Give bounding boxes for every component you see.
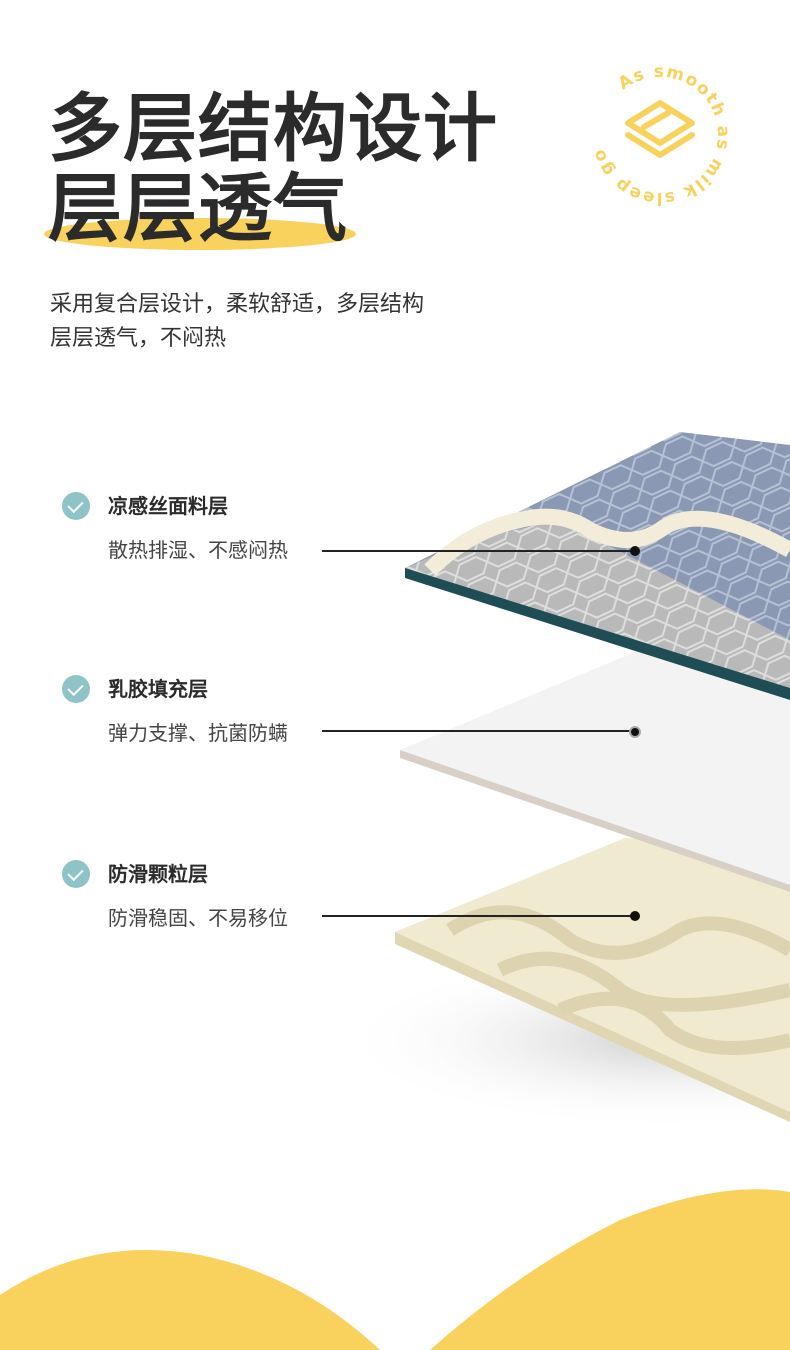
feature-name: 凉感丝面料层	[108, 494, 228, 518]
feature-latex: 乳胶填充层 弹力支撑、抗菌防螨	[62, 675, 288, 745]
pointer-line	[322, 550, 634, 552]
check-icon	[62, 860, 90, 888]
subtitle-line1: 采用复合层设计，柔软舒适，多层结构	[50, 292, 425, 317]
pointer-dot	[630, 546, 640, 556]
svg-text:As smooth as milk sleep go: As smooth as milk sleep go	[589, 62, 734, 208]
latex-layer	[400, 650, 790, 885]
feature-cooling: 凉感丝面料层 散热排湿、不感闷热	[62, 492, 288, 562]
pointer-dot	[630, 911, 640, 921]
feature-desc: 散热排湿、不感闷热	[108, 538, 288, 562]
feature-desc: 弹力支撑、抗菌防螨	[108, 721, 288, 745]
pointer-dot	[629, 726, 641, 738]
check-icon	[62, 675, 90, 703]
check-icon	[62, 492, 90, 520]
decorative-waves	[0, 1189, 790, 1350]
page-title-line2: 层层透气	[48, 166, 348, 252]
page-title-line1: 多层结构设计	[48, 86, 498, 172]
pointer-line	[322, 730, 634, 732]
subtitle-line2: 层层透气，不闷热	[50, 326, 227, 351]
feature-name: 乳胶填充层	[108, 677, 208, 701]
feature-name: 防滑颗粒层	[108, 862, 208, 886]
feature-desc: 防滑稳固、不易移位	[108, 906, 288, 930]
pointer-line	[322, 915, 634, 917]
logo-text: As smooth as milk sleep go	[589, 62, 732, 208]
layers-icon	[625, 100, 695, 158]
heading-highlight	[44, 218, 356, 250]
brand-logo: As smooth as milk sleep go	[589, 62, 734, 208]
feature-anti-slip: 防滑颗粒层 防滑稳固、不易移位	[62, 860, 288, 930]
subtitle: 采用复合层设计，柔软舒适，多层结构 层层透气，不闷热	[50, 288, 424, 356]
